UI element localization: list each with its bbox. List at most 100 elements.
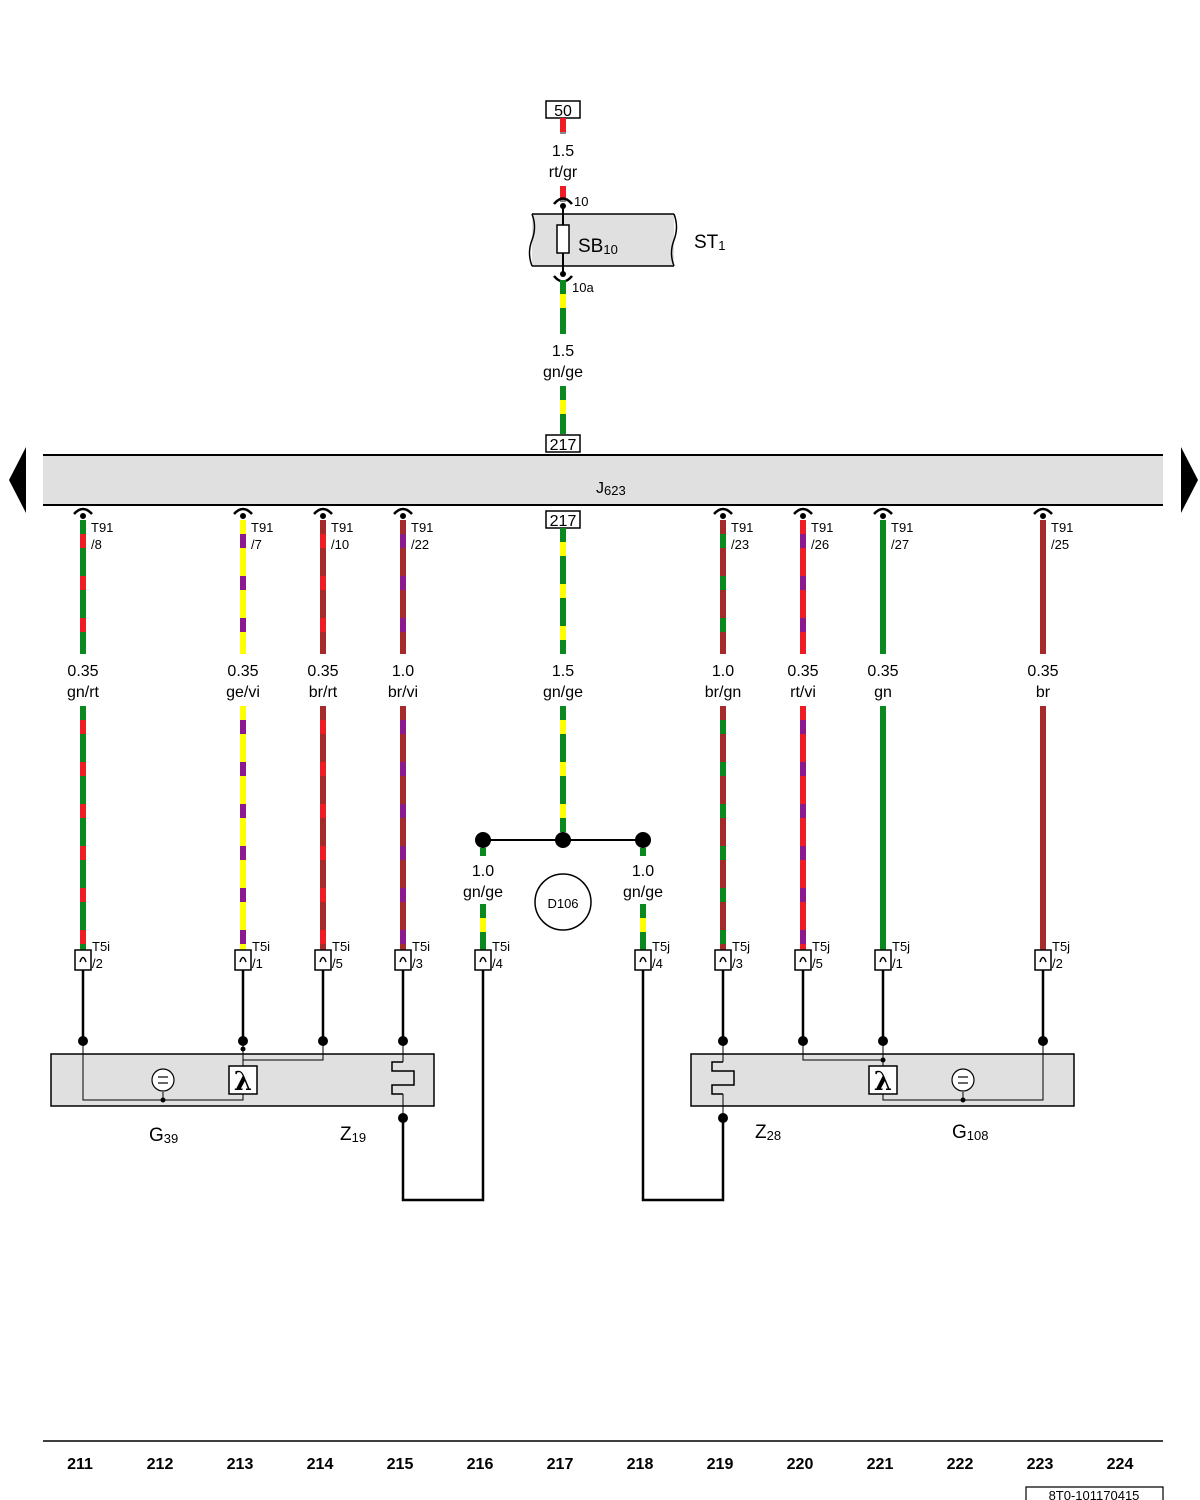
connector-name: T5i xyxy=(92,939,110,954)
nav-left-arrow-icon[interactable] xyxy=(9,447,26,513)
wire-gauge: 1.0 xyxy=(712,663,734,680)
fuse-sb10-symbol-icon xyxy=(556,224,570,254)
connector-name: T5j xyxy=(652,939,670,954)
wire-color: br/gn xyxy=(705,684,741,701)
track-number: 212 xyxy=(147,1456,174,1473)
z28-heater-icon xyxy=(711,1041,735,1118)
terminal-50-label: 50 xyxy=(554,103,572,120)
doc-number-box: 8T0-101170415 xyxy=(1025,1486,1164,1500)
ecu-pin-contact-icon xyxy=(1033,507,1053,515)
connector-pin: /1 xyxy=(252,956,263,971)
track-number: 219 xyxy=(707,1456,734,1473)
wire-color: gn/ge xyxy=(543,684,583,701)
ecu-pin-contact-icon xyxy=(873,507,893,515)
nav-right-arrow-icon[interactable] xyxy=(1181,447,1198,513)
ecu-j623-label: J623 xyxy=(596,480,626,498)
track-number: 216 xyxy=(467,1456,494,1473)
sensor-connector-5: T5j /4 xyxy=(634,939,670,971)
g39-label: G39 xyxy=(149,1125,178,1146)
track-number: 222 xyxy=(947,1456,974,1473)
track-number: 224 xyxy=(1107,1456,1134,1473)
splice-left-color: gn/ge xyxy=(463,884,503,901)
ecu-pin-conn: T91 xyxy=(411,520,433,535)
fuse-pin-in-contact-icon xyxy=(553,197,573,205)
connector-pin: /4 xyxy=(492,956,503,971)
ecu-pin-num: /27 xyxy=(891,537,909,552)
wire-color: rt/vi xyxy=(790,684,816,701)
wire-segment xyxy=(320,520,326,654)
connector-pin: /3 xyxy=(412,956,423,971)
lambda-symbol-left: λ xyxy=(234,1067,252,1097)
g108-label: G108 xyxy=(952,1122,988,1143)
sensor-connector-1: T5i /1 xyxy=(234,939,270,971)
ecu-pin-1: T91 /7 0.35 ge/vi xyxy=(226,507,273,701)
ecu-pin-num: /8 xyxy=(91,537,102,552)
wire-gn-ge-fuse-out xyxy=(560,280,566,434)
ecu-pin-conn: T91 xyxy=(811,520,833,535)
wire-segment xyxy=(880,520,886,654)
wire-segment xyxy=(800,520,806,654)
connector-name: T5j xyxy=(732,939,750,954)
ecu-pin-3: T91 /22 1.0 br/vi xyxy=(388,507,433,701)
sensor-connector-4: T5i /4 xyxy=(474,939,510,971)
wire-color: br/rt xyxy=(309,684,338,701)
wire-segment xyxy=(880,706,886,950)
wire-segment xyxy=(480,904,486,950)
wire-fuse-out-color: gn/ge xyxy=(543,364,583,381)
ecu-pin-num: /25 xyxy=(1051,537,1069,552)
ecu-pin-conn: T91 xyxy=(91,520,113,535)
z19-label: Z19 xyxy=(340,1124,366,1145)
ecu-pin-bottom-label: 217 xyxy=(550,513,577,530)
wire-gauge: 1.0 xyxy=(392,663,414,680)
connector-pin: /5 xyxy=(332,956,343,971)
wire-segment xyxy=(560,706,566,832)
wire-segment xyxy=(800,706,806,950)
ecu-pin-contact-icon xyxy=(233,507,253,515)
wire-segment xyxy=(1040,520,1046,654)
wire-segment xyxy=(720,520,726,654)
ecu-pin-num: /23 xyxy=(731,537,749,552)
sensor-leads xyxy=(81,970,1045,1202)
wire-segment xyxy=(560,186,566,202)
g39-meter-icon xyxy=(151,1068,175,1092)
connector-pin: /1 xyxy=(892,956,903,971)
sensor-connector-3: T5i /3 xyxy=(394,939,430,971)
wire-top-color: rt/gr xyxy=(549,164,578,181)
splice-left-gauge: 1.0 xyxy=(472,863,494,880)
ecu-pin-4: 1.5 gn/ge xyxy=(543,663,583,701)
connector-name: T5i xyxy=(412,939,430,954)
splice-right-gauge: 1.0 xyxy=(632,863,654,880)
ecu-pin-6: T91 /26 0.35 rt/vi xyxy=(787,507,833,701)
fuse-panel-st1: SB10 ST1 xyxy=(528,205,726,275)
wire-segment xyxy=(720,706,726,950)
wire-segment xyxy=(480,848,486,856)
ecu-pin-contact-icon xyxy=(793,507,813,515)
ecu-pin-conn: T91 xyxy=(331,520,353,535)
ecu-pin-conn: T91 xyxy=(1051,520,1073,535)
splice-d106-label: D106 xyxy=(547,896,578,911)
track-number: 211 xyxy=(67,1456,93,1473)
track-number: 215 xyxy=(387,1456,414,1473)
sensor-connector-8: T5j /1 xyxy=(874,939,910,971)
connector-pin: /3 xyxy=(732,956,743,971)
track-number: 214 xyxy=(307,1456,334,1473)
ecu-pin-bottom-box: 217 xyxy=(545,510,581,530)
wire-gauge: 0.35 xyxy=(307,663,338,680)
ecu-pin-0: T91 /8 0.35 gn/rt xyxy=(67,507,113,701)
wire-segment xyxy=(400,520,406,654)
lambda-symbol-right: λ xyxy=(874,1067,892,1097)
sensor-connector-9: T5j /2 xyxy=(1034,939,1070,971)
doc-number: 8T0-101170415 xyxy=(1049,1488,1140,1500)
ecu-pin-conn: T91 xyxy=(731,520,753,535)
lambda-sensor-right-icon: λ xyxy=(868,1065,898,1097)
wire-segment xyxy=(560,118,566,134)
connector-name: T5i xyxy=(252,939,270,954)
wire-segment xyxy=(80,520,86,654)
ecu-pin-num: /26 xyxy=(811,537,829,552)
track-number: 217 xyxy=(547,1456,574,1473)
ecu-pin-num: /7 xyxy=(251,537,262,552)
ecu-pin-5: T91 /23 1.0 br/gn xyxy=(705,507,753,701)
ecu-pin-contact-icon xyxy=(73,507,93,515)
track-number: 220 xyxy=(787,1456,814,1473)
